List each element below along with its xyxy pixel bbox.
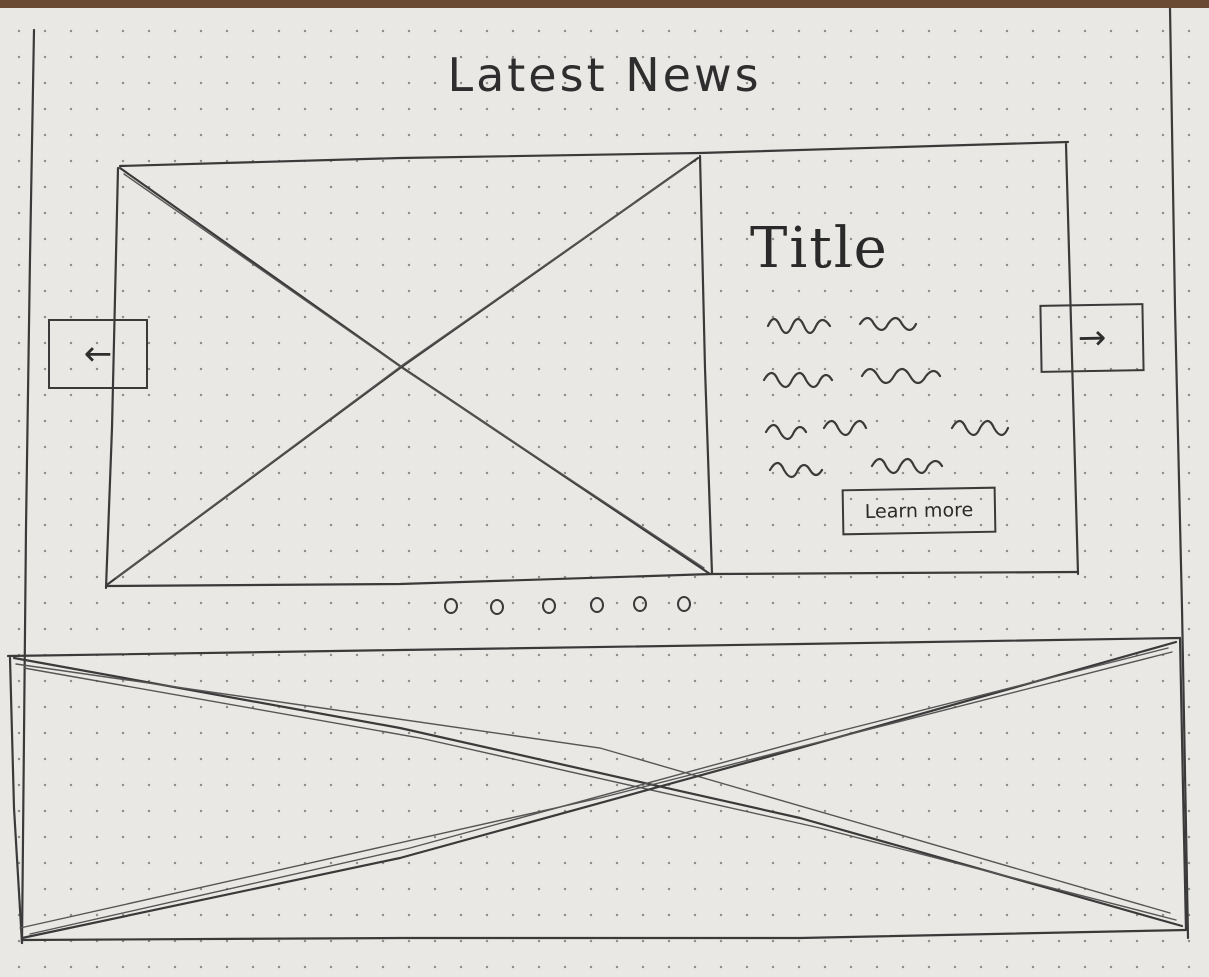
carousel-dot[interactable] (677, 596, 691, 612)
carousel-dot[interactable] (444, 598, 458, 614)
carousel-next-button[interactable]: → (1039, 303, 1145, 373)
arrow-right-icon: → (1077, 317, 1107, 359)
bottom-image-placeholder (6, 636, 1188, 945)
hero-description-scribble (762, 316, 1010, 479)
page-border-left (20, 28, 36, 945)
carousel-dot[interactable] (490, 599, 504, 615)
hero-image-placeholder (104, 140, 1080, 590)
page-border-right (1168, 8, 1190, 940)
carousel-dot[interactable] (633, 596, 647, 612)
carousel-dot[interactable] (542, 598, 556, 614)
wireframe-sketch (6, 8, 1190, 945)
page-title: Latest News (447, 48, 762, 102)
learn-more-button[interactable]: Learn more (841, 486, 997, 536)
sketch-page: Latest News ← → Title Learn more (0, 8, 1209, 977)
carousel-prev-button[interactable]: ← (48, 319, 148, 389)
carousel-dot[interactable] (590, 597, 604, 613)
arrow-left-icon: ← (83, 334, 113, 374)
hero-title: Title (750, 216, 889, 281)
